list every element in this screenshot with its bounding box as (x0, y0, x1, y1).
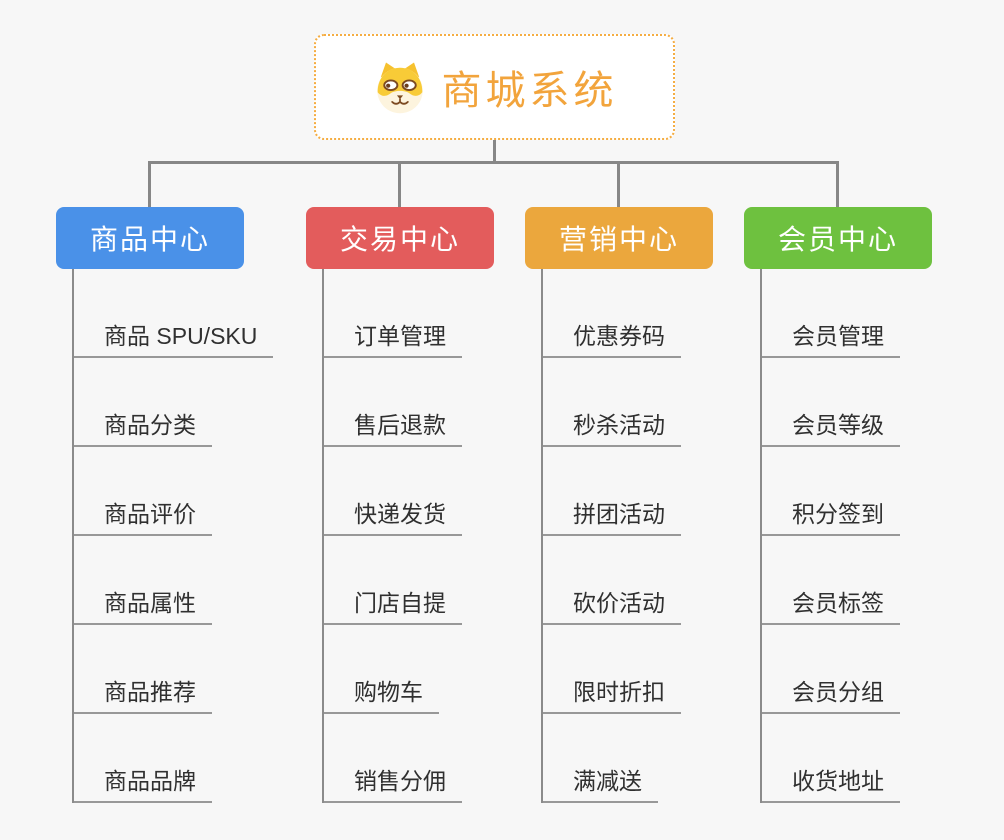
root-node[interactable]: 商城系统 (314, 34, 675, 140)
root-title: 商城系统 (441, 69, 618, 113)
leaf-label: 会员分组 (760, 673, 900, 714)
leaf-node[interactable]: 收货地址 (760, 714, 1004, 803)
branch-drop-line (148, 161, 151, 208)
branch-trunk-line (760, 269, 762, 803)
leaf-node[interactable]: 商品分类 (72, 358, 332, 447)
leaf-node[interactable]: 秒杀活动 (541, 358, 801, 447)
leaf-label: 积分签到 (760, 495, 900, 536)
branch-product-center: 商品中心 商品 SPU/SKU 商品分类 商品评价 商品属性 商品推荐 商品品牌 (56, 207, 274, 803)
leaf-node[interactable]: 商品评价 (72, 447, 332, 536)
leaf-node[interactable]: 拼团活动 (541, 447, 801, 536)
leaf-node[interactable]: 订单管理 (322, 269, 582, 358)
branch-header-trade-center[interactable]: 交易中心 (306, 207, 494, 269)
leaf-label: 快递发货 (322, 495, 462, 536)
leaf-node[interactable]: 积分签到 (760, 447, 1004, 536)
leaf-label: 秒杀活动 (541, 406, 681, 447)
leaf-label: 商品属性 (72, 584, 212, 625)
leaf-label: 购物车 (322, 673, 439, 714)
leaf-node[interactable]: 快递发货 (322, 447, 582, 536)
branch-drop-line (836, 161, 839, 208)
leaf-label: 砍价活动 (541, 584, 681, 625)
branch-bus-line (148, 161, 839, 164)
branch-label: 营销中心 (558, 224, 679, 255)
root-stem-line (493, 140, 496, 164)
leaf-label: 会员标签 (760, 584, 900, 625)
branch-trunk-line (322, 269, 324, 803)
leaf-node[interactable]: 会员分组 (760, 625, 1004, 714)
leaf-label: 商品推荐 (72, 673, 212, 714)
branch-marketing-center: 营销中心 优惠券码 秒杀活动 拼团活动 砍价活动 限时折扣 满减送 (525, 207, 713, 803)
branch-member-center: 会员中心 会员管理 会员等级 积分签到 会员标签 会员分组 收货地址 (744, 207, 932, 803)
branch-items: 优惠券码 秒杀活动 拼团活动 砍价活动 限时折扣 满减送 (541, 269, 801, 803)
branch-drop-line (617, 161, 620, 208)
dog-face-icon (372, 59, 428, 115)
leaf-label: 商品品牌 (72, 762, 212, 803)
leaf-label: 商品 SPU/SKU (72, 317, 274, 358)
leaf-label: 门店自提 (322, 584, 462, 625)
leaf-node[interactable]: 商品属性 (72, 536, 332, 625)
leaf-node[interactable]: 优惠券码 (541, 269, 801, 358)
branch-header-member-center[interactable]: 会员中心 (744, 207, 932, 269)
leaf-label: 拼团活动 (541, 495, 681, 536)
leaf-label: 收货地址 (760, 762, 900, 803)
branch-trunk-line (541, 269, 543, 803)
leaf-node[interactable]: 会员管理 (760, 269, 1004, 358)
leaf-node[interactable]: 商品品牌 (72, 714, 332, 803)
leaf-node[interactable]: 满减送 (541, 714, 801, 803)
branch-label: 商品中心 (89, 224, 210, 255)
leaf-node[interactable]: 限时折扣 (541, 625, 801, 714)
leaf-node[interactable]: 门店自提 (322, 536, 582, 625)
leaf-label: 会员等级 (760, 406, 900, 447)
branch-header-marketing-center[interactable]: 营销中心 (525, 207, 713, 269)
leaf-label: 会员管理 (760, 317, 900, 358)
leaf-label: 商品评价 (72, 495, 212, 536)
leaf-node[interactable]: 售后退款 (322, 358, 582, 447)
leaf-label: 销售分佣 (322, 762, 462, 803)
branch-items: 会员管理 会员等级 积分签到 会员标签 会员分组 收货地址 (760, 269, 1004, 803)
leaf-label: 优惠券码 (541, 317, 681, 358)
branch-label: 会员中心 (777, 224, 898, 255)
leaf-label: 满减送 (541, 762, 658, 803)
branch-trunk-line (72, 269, 74, 803)
leaf-node[interactable]: 销售分佣 (322, 714, 582, 803)
leaf-node[interactable]: 商品推荐 (72, 625, 332, 714)
leaf-node[interactable]: 会员等级 (760, 358, 1004, 447)
leaf-node[interactable]: 砍价活动 (541, 536, 801, 625)
branch-items: 商品 SPU/SKU 商品分类 商品评价 商品属性 商品推荐 商品品牌 (72, 269, 332, 803)
branch-label: 交易中心 (339, 224, 460, 255)
leaf-label: 订单管理 (322, 317, 462, 358)
branch-drop-line (398, 161, 401, 208)
leaf-label: 限时折扣 (541, 673, 681, 714)
leaf-node[interactable]: 购物车 (322, 625, 582, 714)
branch-items: 订单管理 售后退款 快递发货 门店自提 购物车 销售分佣 (322, 269, 582, 803)
leaf-label: 商品分类 (72, 406, 212, 447)
leaf-node[interactable]: 会员标签 (760, 536, 1004, 625)
branch-trade-center: 交易中心 订单管理 售后退款 快递发货 门店自提 购物车 销售分佣 (306, 207, 494, 803)
leaf-node[interactable]: 商品 SPU/SKU (72, 269, 332, 358)
branch-header-product-center[interactable]: 商品中心 (56, 207, 244, 269)
leaf-label: 售后退款 (322, 406, 462, 447)
